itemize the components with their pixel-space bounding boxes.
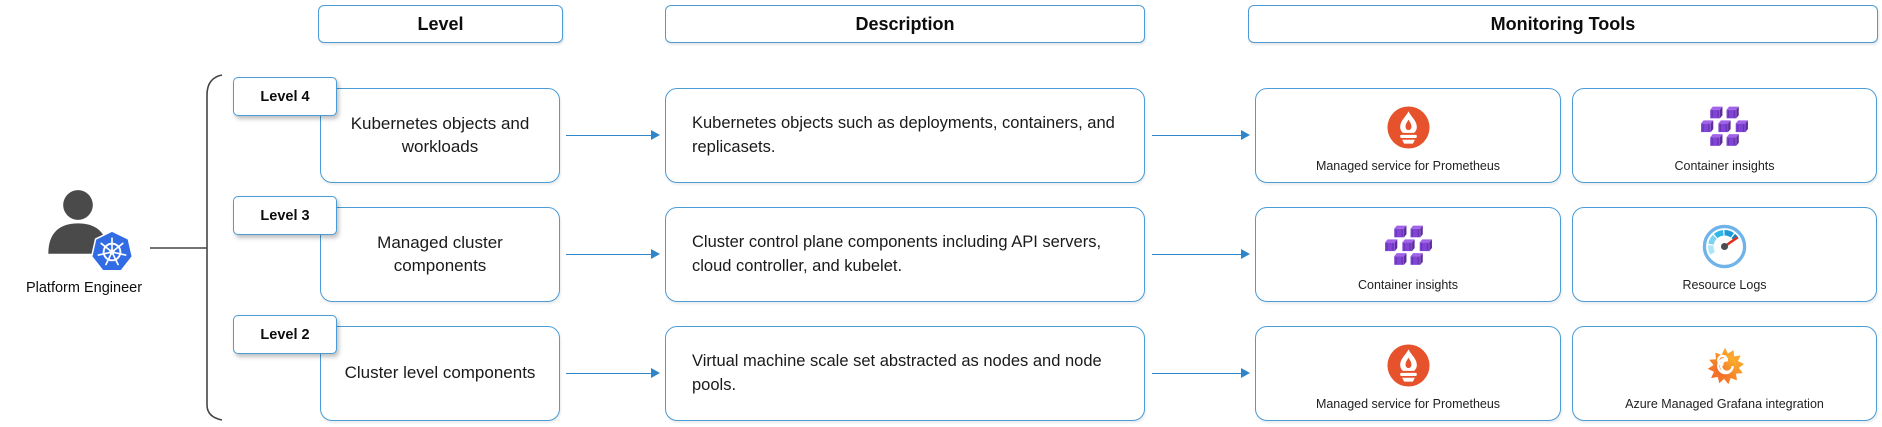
arrow-description-to-tools	[1152, 367, 1250, 379]
monitoring-tools-column-header: Monitoring Tools	[1248, 5, 1878, 43]
level-box: Cluster level components	[320, 326, 560, 421]
resource-logs-icon	[1701, 214, 1748, 278]
grafana-icon	[1702, 333, 1748, 397]
tool-label: Resource Logs	[1682, 278, 1767, 292]
arrow-description-to-tools	[1152, 248, 1250, 260]
grouping-brace	[150, 74, 223, 421]
description-box: Cluster control plane components includi…	[665, 207, 1145, 302]
description-box: Virtual machine scale set abstracted as …	[665, 326, 1145, 421]
tool-label: Container insights	[1357, 278, 1459, 292]
tool-label: Azure Managed Grafana integration	[1625, 397, 1824, 411]
tool-label: Container insights	[1674, 159, 1775, 173]
prometheus-icon	[1385, 333, 1432, 397]
tool-card: Container insights	[1572, 88, 1877, 183]
level-badge: Level 3	[233, 196, 337, 235]
level-box: Kubernetes objects and workloads	[320, 88, 560, 183]
persona-label: Platform Engineer	[25, 280, 143, 296]
tool-card: Managed service for Prometheus	[1255, 326, 1561, 421]
platform-engineer-persona: Platform Engineer	[8, 186, 160, 296]
arrow-description-to-tools	[1152, 129, 1250, 141]
tool-card: Resource Logs	[1572, 207, 1877, 302]
level-badge: Level 2	[233, 315, 337, 354]
kubernetes-icon	[90, 230, 134, 272]
arrow-level-to-description	[566, 367, 660, 379]
arrow-level-to-description	[566, 248, 660, 260]
arrow-level-to-description	[566, 129, 660, 141]
container-insights-icon	[1382, 214, 1435, 278]
tool-label: Managed service for Prometheus	[1315, 397, 1501, 411]
level-badge: Level 4	[233, 77, 337, 116]
description-column-header: Description	[665, 5, 1145, 43]
tool-label: Managed service for Prometheus	[1315, 159, 1501, 173]
tool-card: Container insights	[1255, 207, 1561, 302]
level-column-header: Level	[318, 5, 563, 43]
level-box: Managed cluster components	[320, 207, 560, 302]
prometheus-icon	[1385, 95, 1432, 159]
tool-card: Managed service for Prometheus	[1255, 88, 1561, 183]
container-insights-icon	[1698, 95, 1751, 159]
tool-card: Azure Managed Grafana integration	[1572, 326, 1877, 421]
person-icon	[48, 190, 108, 254]
description-box: Kubernetes objects such as deployments, …	[665, 88, 1145, 183]
